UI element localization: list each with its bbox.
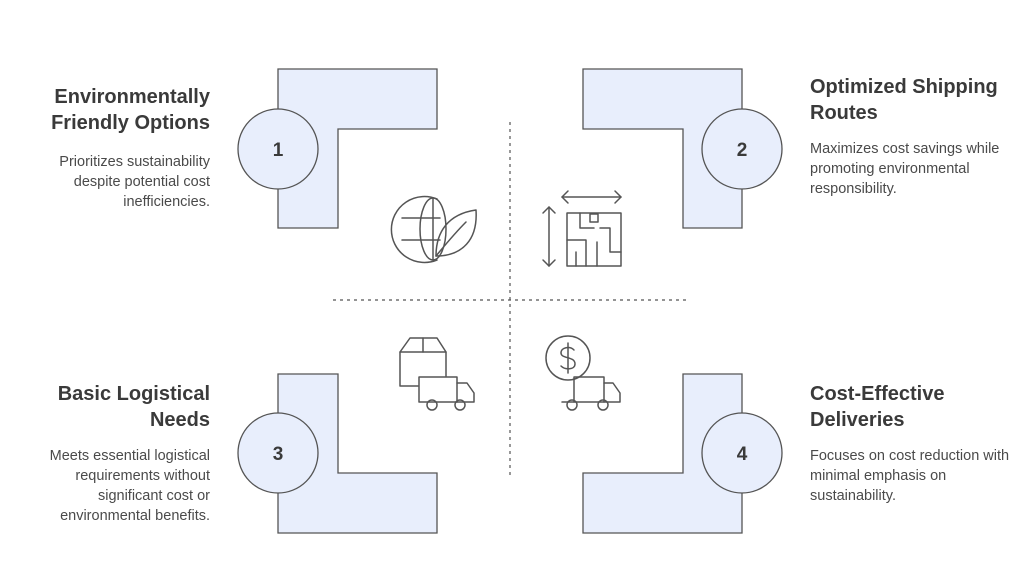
box-truck-icon bbox=[399, 337, 475, 411]
globe-leaf-icon bbox=[390, 195, 477, 264]
quadrant-4-description: Focuses on cost reduction with minimal e… bbox=[810, 448, 1010, 504]
quadrant-3-title: Basic Logistical Needs bbox=[57, 383, 210, 431]
number-4-text: 4 bbox=[737, 444, 748, 465]
quadrant-2-description: Maximizes cost savings while promoting e… bbox=[810, 141, 1000, 197]
quadrant-3-shape bbox=[277, 373, 438, 534]
number-badge-4: 4 bbox=[701, 412, 783, 494]
quadrant-2-shape bbox=[582, 68, 743, 229]
quadrant-2-title: Optimized Shipping Routes bbox=[810, 76, 998, 124]
number-badge-3: 3 bbox=[237, 412, 319, 494]
number-2-text: 2 bbox=[737, 140, 748, 161]
route-map-icon bbox=[542, 190, 622, 267]
quadrant-4-title: Cost-Effective Deliveries bbox=[810, 383, 945, 431]
number-1-text: 1 bbox=[273, 140, 284, 161]
dollar-truck-icon bbox=[545, 335, 621, 411]
quadrant-4-shape bbox=[582, 373, 743, 534]
number-badge-1: 1 bbox=[237, 108, 319, 190]
quadrant-1-title: Environmentally Friendly Options bbox=[51, 86, 210, 134]
quadrant-1-shape bbox=[277, 68, 438, 229]
number-3-text: 3 bbox=[273, 444, 284, 465]
number-badge-2: 2 bbox=[701, 108, 783, 190]
quadrant-1-description: Prioritizes sustainability despite poten… bbox=[59, 154, 210, 210]
quadrant-3-description: Meets essential logistical requirements … bbox=[49, 448, 210, 524]
